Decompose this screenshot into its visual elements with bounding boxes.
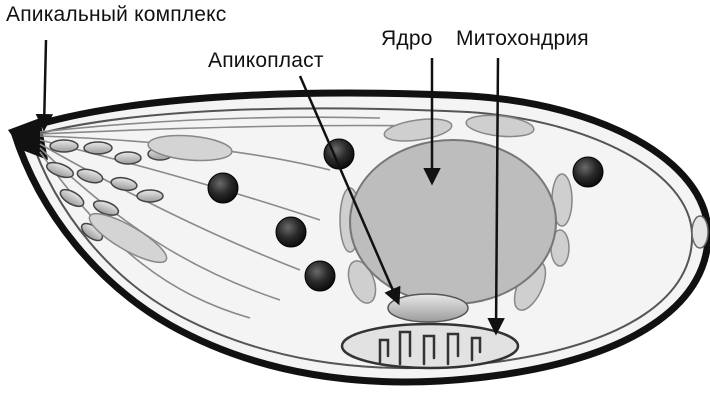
label-apicoplast: Апикопласт (208, 50, 324, 71)
arrow-apical-complex (44, 40, 46, 128)
label-mitochondrion: Митохондрия (456, 28, 589, 49)
apicoplast (388, 294, 468, 322)
label-apical-complex: Апикальный комплекс (6, 4, 226, 25)
label-nucleus: Ядро (381, 28, 433, 49)
posterior-pore (692, 216, 708, 248)
nucleus (350, 140, 556, 304)
mitochondrion (342, 324, 518, 368)
